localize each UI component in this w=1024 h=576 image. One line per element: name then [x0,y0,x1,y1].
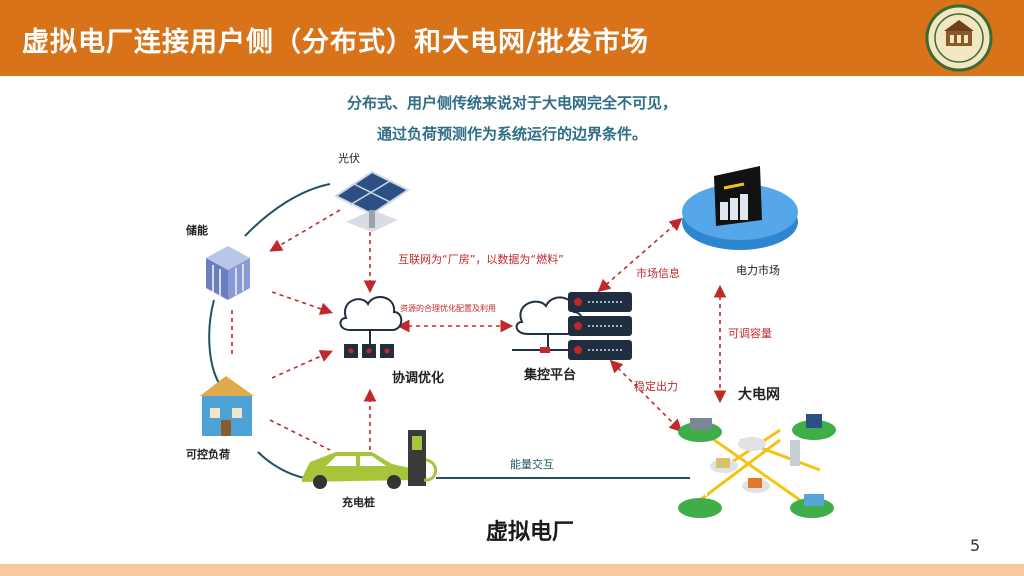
footer-bar [0,564,1024,576]
platform-label: 集控平台 [524,368,577,383]
resource-ring [208,183,331,479]
university-seal-icon [925,4,993,72]
market-label: 电力市场 [736,264,780,277]
charger-station-icon [408,430,437,486]
page-number: 5 [970,536,981,555]
charger-label: 充电桩 [342,496,375,509]
battery-storage-icon [206,246,250,300]
dashed-flow-arrows [231,209,727,451]
grid-label: 大电网 [738,387,780,403]
storage-label: 储能 [186,224,208,237]
internet-annotation: 互联网为“厂房”，以数据为“燃料” [398,253,564,266]
subtitle-line-1: 分布式、用户侧传统来说对于大电网完全不可见， [346,94,677,112]
coordination-cloud-icon [339,296,403,358]
subtitle-line-2: 通过负荷预测作为系统运行的边界条件。 [376,125,647,143]
capacity-annotation: 可调容量 [728,327,772,340]
diagram-caption: 虚拟电厂 [486,520,575,545]
power-grid-icon [678,414,836,518]
coordination-label: 协调优化 [392,371,445,386]
market-info-annotation: 市场信息 [636,267,680,280]
house-icon [200,376,254,436]
resource-annotation: 资源的合理优化配置及利用 [400,304,496,313]
stable-output-annotation: 稳定出力 [634,380,678,393]
solar-label: 光伏 [338,152,360,165]
ev-car-icon [302,452,412,489]
solar-panel-icon [334,170,410,232]
power-market-icon [682,166,798,250]
control-platform-icon [512,292,632,360]
header-bar: 虚拟电厂连接用户侧（分布式）和大电网/批发市场 [0,0,1024,76]
load-label: 可控负荷 [186,448,230,461]
slide-title: 虚拟电厂连接用户侧（分布式）和大电网/批发市场 [22,27,649,58]
energy-exchange-annotation: 能量交互 [510,458,554,471]
